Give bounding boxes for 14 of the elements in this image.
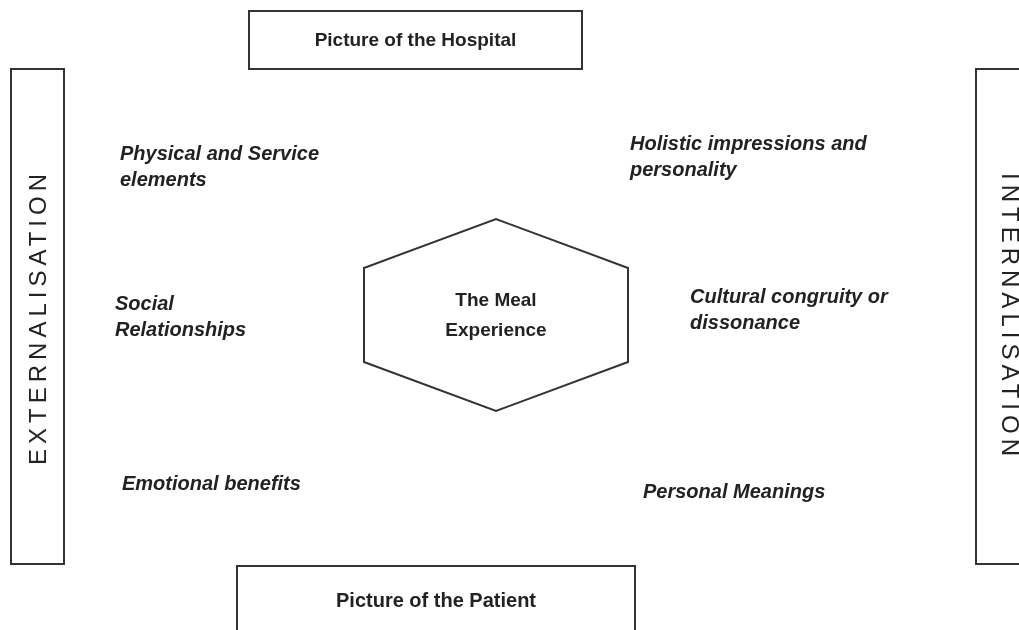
aspect-label: Social Relationships bbox=[115, 291, 248, 342]
side-label: EXTERNALISATION bbox=[23, 168, 52, 465]
title-text: Picture of the Patient bbox=[335, 588, 537, 613]
aspect-label: Emotional benefits bbox=[122, 471, 301, 496]
side-label: INTERNALISATION bbox=[996, 172, 1019, 461]
aspect-label: Personal Meanings bbox=[643, 479, 826, 504]
title-text: Picture of the Hospital bbox=[313, 28, 518, 52]
title-box bbox=[248, 10, 583, 70]
side-panel bbox=[10, 68, 65, 565]
center-label: The Meal Experience bbox=[444, 288, 548, 342]
aspect-label: Physical and Service elements bbox=[120, 141, 320, 192]
aspect-label: Cultural congruity or dissonance bbox=[690, 284, 890, 335]
aspect-label: Holistic impressions and personality bbox=[630, 131, 868, 182]
title-box bbox=[236, 565, 636, 630]
